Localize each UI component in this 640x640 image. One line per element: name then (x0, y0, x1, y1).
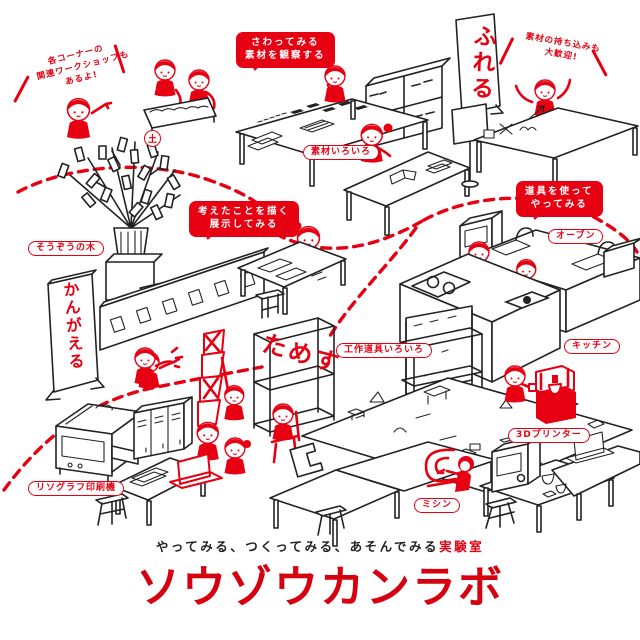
bubble-exhibit-line2: 展示してみる (209, 218, 279, 230)
bubble-tools-line2: やってみる (530, 198, 588, 210)
exhibit-wall-illustration (99, 247, 269, 390)
sewing-corner-illustration (269, 441, 497, 547)
tools-table-illustration (451, 103, 639, 190)
kid-on-chair-illustration (270, 403, 301, 464)
drawing-table-illustration (237, 221, 347, 319)
banner-fureru-text: ふれる (465, 23, 497, 103)
risograph-illustration (55, 403, 143, 483)
laptop-kids-illustration (169, 421, 251, 489)
lockers-illustration (133, 396, 193, 460)
materials-table-illustration (235, 57, 451, 187)
bubble-exhibit-line1: 考えたことを描く (198, 206, 291, 217)
label-oven: オーブン (548, 229, 604, 244)
kitchen-illustration (399, 210, 640, 383)
label-craft-tools: 工作道具いろいろ (336, 343, 433, 358)
bubble-exhibit: 考えたことを描く 展示してみる (189, 201, 300, 237)
label-kitchen: キッチン (564, 339, 621, 354)
label-printer-3d: 3Dプリンター (508, 428, 590, 443)
tagline-red: 実験室 (439, 539, 485, 554)
bubble-touch-line2: 素材を観察する (245, 49, 326, 61)
welcome-person-illustration (514, 78, 572, 118)
bubble-touch: さわってみる 素材を観察する (236, 32, 335, 68)
label-tree: そうぞうの木 (28, 241, 105, 256)
bubble-touch-line1: さわってみる (250, 37, 320, 48)
tagline-black: やってみる、つくってみる、あそんでみる (155, 539, 440, 554)
label-sewing: ミシン (414, 498, 461, 513)
label-soil: 土 (144, 130, 161, 147)
bubble-tools: 道具を使って やってみる (516, 181, 603, 217)
soil-trough-illustration (143, 59, 217, 135)
kangaeru-banner-illustration (45, 269, 105, 401)
label-materials: 素材いろいろ (303, 145, 380, 160)
bubble-tools-line1: 道具を使って (525, 186, 594, 197)
pointing-guide-illustration (66, 97, 113, 140)
poster-tagline: やってみる、つくってみる、あそんでみる実験室 (0, 536, 640, 555)
label-risograph: リソグラフ印刷機 (28, 481, 125, 496)
poster-title: ソウゾウカンラボ (136, 562, 504, 613)
reading-corner-illustration (323, 65, 471, 236)
stacking-play-illustration (133, 329, 245, 427)
